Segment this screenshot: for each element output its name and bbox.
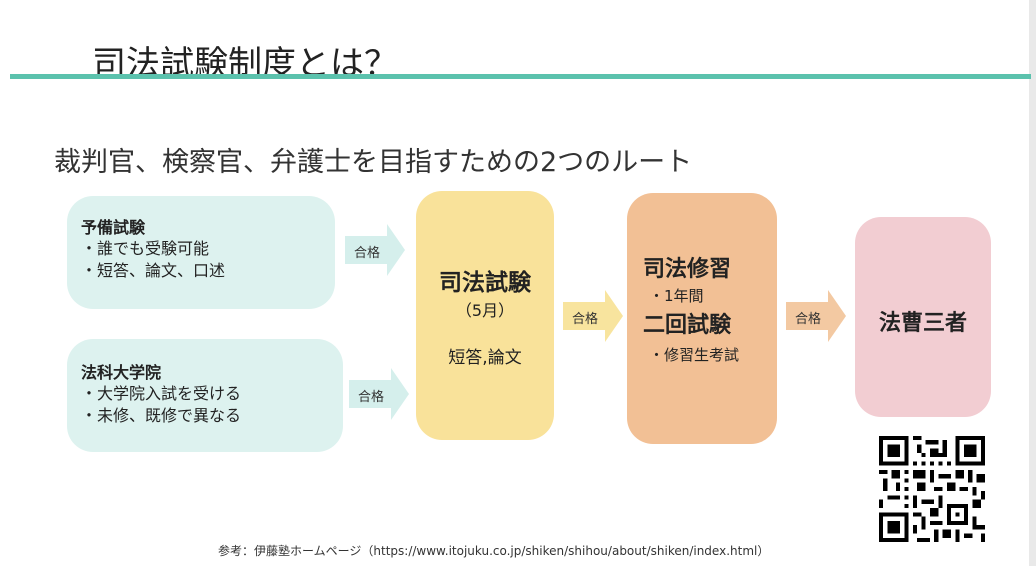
route-preliminary-exam-heading: 予備試験 xyxy=(81,218,146,237)
arrow-right-icon xyxy=(786,290,846,342)
arrow-label: 合格 xyxy=(354,246,381,261)
window-edge xyxy=(1029,0,1036,566)
route-preliminary-exam-box: 予備試験 ・誰でも受験可能 ・短答、論文、口述 xyxy=(67,196,335,309)
route-preliminary-exam-item: ・誰でも受験可能 xyxy=(81,239,210,258)
legal-training-title: 司法修習 xyxy=(643,257,732,282)
arrow-shape xyxy=(345,224,405,276)
arrow-right-icon xyxy=(349,368,409,420)
legal-training-box: 司法修習 ・1年間 二回試験 ・修習生考試 xyxy=(627,193,777,444)
arrow-pass-second-exam: 合格 xyxy=(786,290,846,342)
qr-code-icon xyxy=(879,436,985,542)
arrow-pass-preliminary: 合格 xyxy=(345,224,405,276)
legal-professions-label: 法曹三者 xyxy=(878,311,967,336)
route-preliminary-exam-item: ・短答、論文、口述 xyxy=(81,261,226,280)
arrow-shape xyxy=(349,368,409,420)
arrow-label: 合格 xyxy=(795,312,822,327)
bar-exam-type: 短答,論文 xyxy=(448,348,522,368)
arrow-shape xyxy=(786,290,846,342)
arrow-label: 合格 xyxy=(358,390,385,405)
second-exam-title: 二回試験 xyxy=(643,313,732,338)
second-exam-detail: ・修習生考試 xyxy=(649,346,740,364)
bar-exam-title: 司法試験 xyxy=(439,270,531,296)
arrow-right-icon xyxy=(345,224,405,276)
source-citation: 参考：伊藤塾ホームページ（https://www.itojuku.co.jp/s… xyxy=(218,544,770,558)
route-law-school-item: ・大学院入試を受ける xyxy=(81,384,242,403)
route-law-school-heading: 法科大学院 xyxy=(81,363,162,382)
bar-exam-month: （5月） xyxy=(455,301,515,320)
title-underline xyxy=(10,74,1031,79)
route-law-school-item: ・未修、既修で異なる xyxy=(81,406,242,425)
route-law-school-box: 法科大学院 ・大学院入試を受ける ・未修、既修で異なる xyxy=(67,339,343,452)
legal-professions-box: 法曹三者 xyxy=(855,217,991,417)
arrow-pass-law-school: 合格 xyxy=(349,368,409,420)
arrow-label: 合格 xyxy=(572,312,599,327)
bar-exam-box: 司法試験 （5月） 短答,論文 xyxy=(416,191,554,440)
page-subtitle: 裁判官、検察官、弁護士を目指すための2つのルート xyxy=(54,147,693,178)
arrow-pass-bar-exam: 合格 xyxy=(563,290,623,342)
arrow-right-icon xyxy=(563,290,623,342)
arrow-shape xyxy=(563,290,623,342)
legal-training-duration: ・1年間 xyxy=(649,287,704,305)
